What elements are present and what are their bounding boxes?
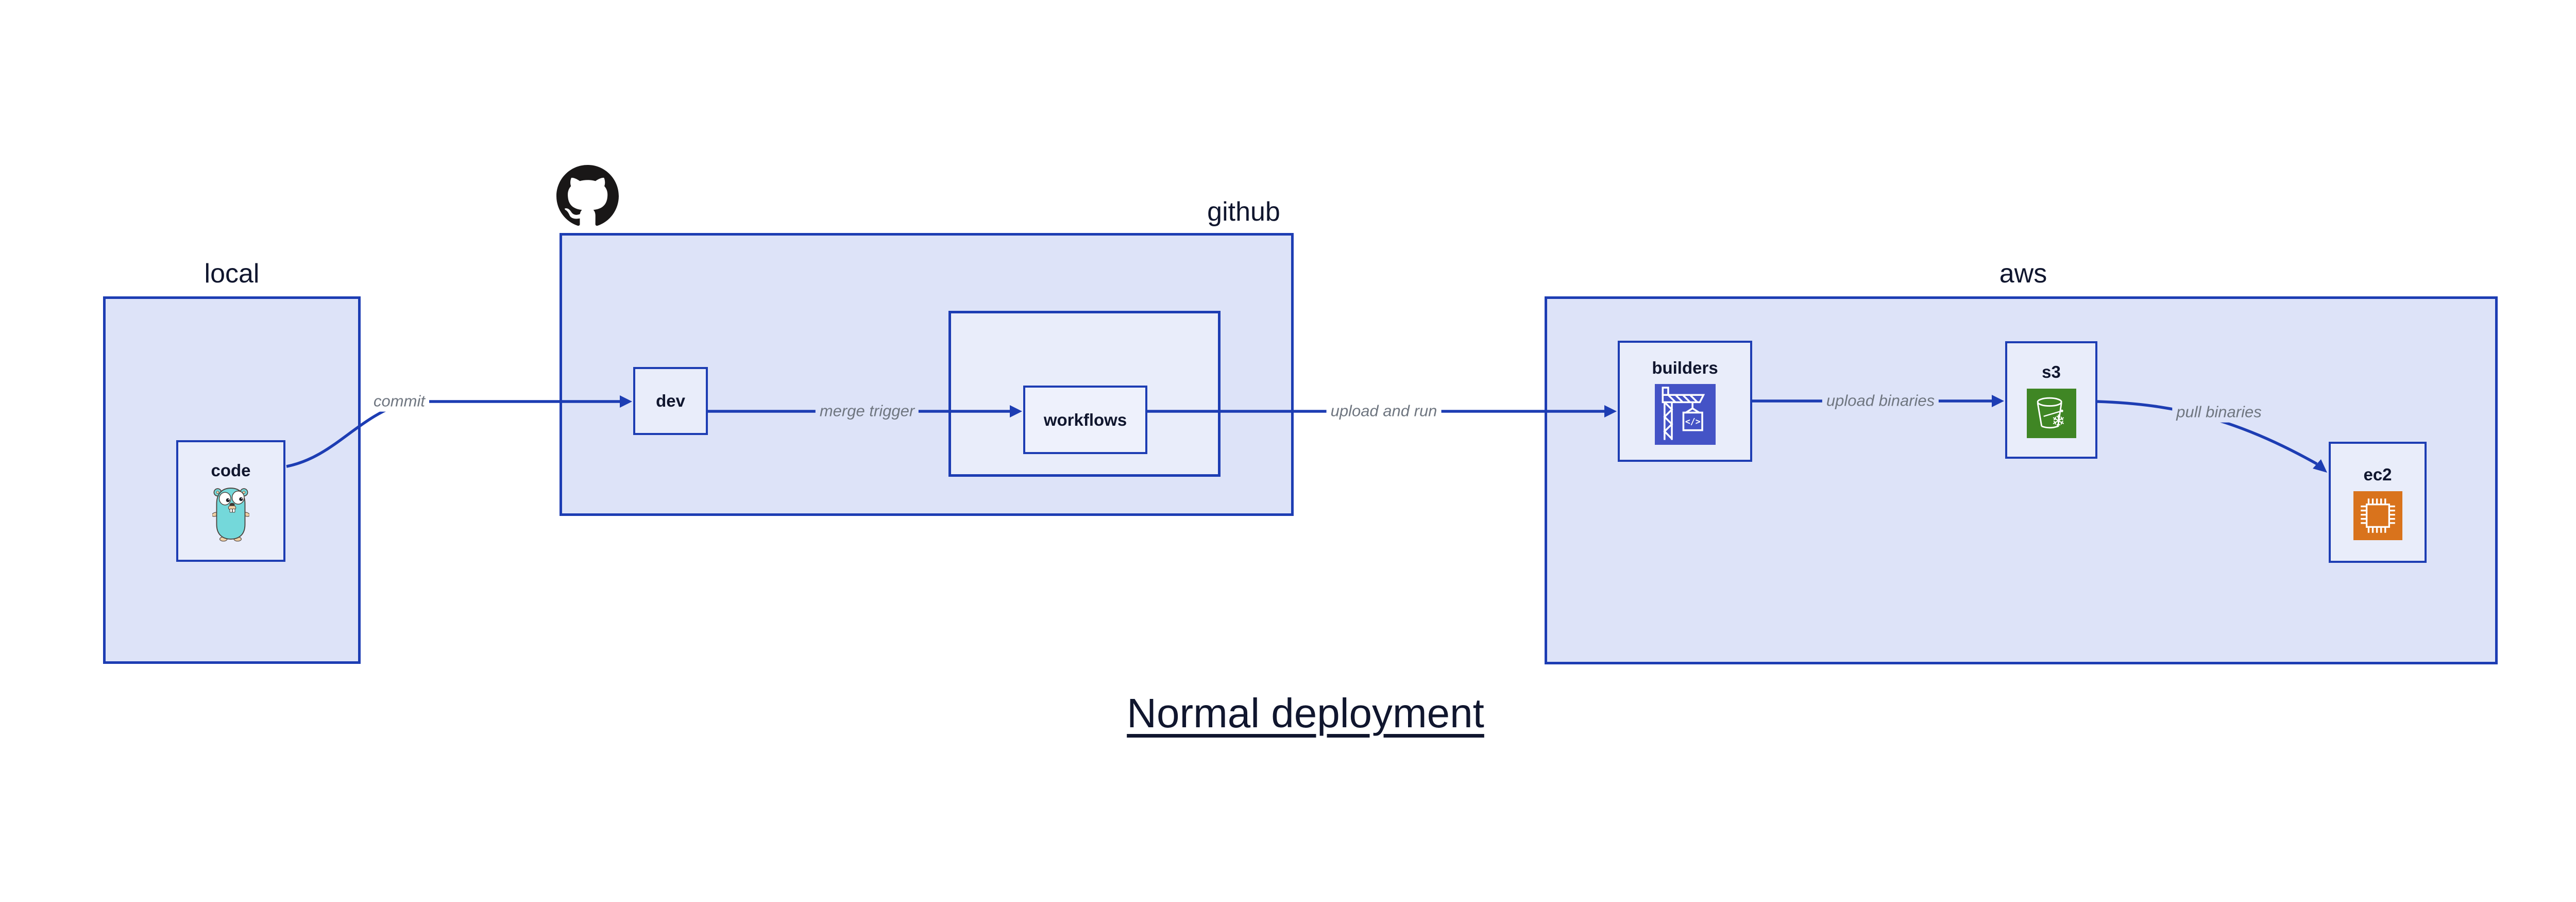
builders-node: builders </>: [1618, 341, 1752, 462]
builders-node-label: builders: [1652, 358, 1718, 377]
s3-node: s3 ❄: [2005, 341, 2097, 459]
code-node-label: code: [211, 461, 251, 480]
glacier-snowflake-glyph: ❄: [2051, 411, 2065, 431]
aws-ec2-chip-icon: [2353, 491, 2402, 540]
ec2-node-label: ec2: [2363, 465, 2392, 485]
code-node: code: [176, 440, 285, 562]
diagram-title: Normal deployment: [1127, 690, 1484, 736]
upload-and-run-edge-label: upload and run: [1326, 401, 1442, 422]
pull-binaries-edge-label: pull binaries: [2172, 402, 2266, 423]
github-octocat-logo: [556, 165, 619, 226]
dev-node-label: dev: [656, 391, 685, 411]
workflows-node-label: workflows: [1043, 410, 1127, 429]
go-gopher-icon: [212, 487, 249, 542]
aws-section-label: aws: [1999, 259, 2047, 289]
aws-s3-glacier-bucket-icon: ❄: [2026, 388, 2076, 438]
merge-trigger-edge-label: merge trigger: [815, 401, 919, 422]
s3-node-label: s3: [2042, 362, 2061, 382]
github-section-label: github: [1207, 197, 1280, 227]
upload-binaries-edge-label: upload binaries: [1822, 391, 1939, 411]
workflows-node: workflows: [1023, 386, 1147, 454]
codebuild-code-glyph: </>: [1685, 417, 1700, 427]
ec2-node: ec2: [2329, 442, 2427, 563]
local-section-label: local: [204, 259, 260, 289]
aws-codebuild-icon: </>: [1654, 384, 1716, 445]
commit-edge-label: commit: [369, 391, 429, 412]
dev-node: dev: [633, 367, 708, 435]
